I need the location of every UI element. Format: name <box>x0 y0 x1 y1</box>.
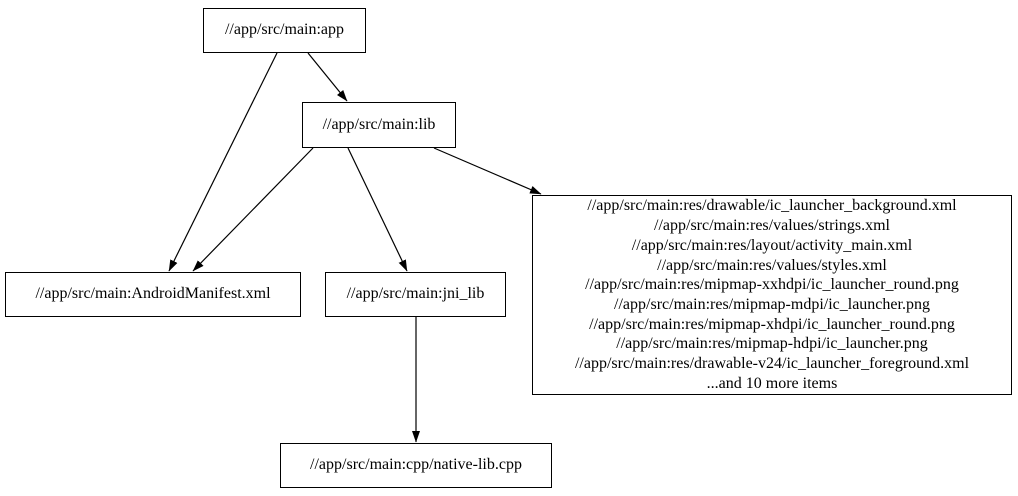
node-jni-lib: //app/src/main:jni_lib <box>325 272 506 317</box>
res-group-line: //app/src/main:res/mipmap-mdpi/ic_launch… <box>614 296 930 313</box>
edge-app-to-lib <box>307 52 348 102</box>
node-res-group: //app/src/main:res/drawable/ic_launcher_… <box>532 195 1012 395</box>
res-group-line: //app/src/main:res/mipmap-xxhdpi/ic_laun… <box>585 276 959 294</box>
res-group-line: //app/src/main:res/drawable/ic_launcher_… <box>587 197 957 215</box>
edge-lib-to-manifest <box>192 147 314 272</box>
res-group-line: //app/src/main:res/values/strings.xml <box>654 217 890 235</box>
edge-lib-to-res-group <box>433 147 542 195</box>
node-native-lib-cpp: //app/src/main:cpp/native-lib.cpp <box>280 443 552 488</box>
res-group-line: //app/src/main:res/mipmap-xhdpi/ic_launc… <box>589 315 955 333</box>
res-group-line: //app/src/main:res/layout/activity_main.… <box>631 236 913 254</box>
res-group-truncation-note: ...and 10 more items <box>706 374 838 392</box>
node-app-label: //app/src/main:app <box>224 21 345 39</box>
node-app: //app/src/main:app <box>203 8 366 53</box>
node-android-manifest-label: //app/src/main:AndroidManifest.xml <box>35 285 271 303</box>
edge-app-to-manifest <box>168 52 278 272</box>
res-group-line: //app/src/main:res/values/styles.xml <box>657 256 887 274</box>
node-lib-label: //app/src/main:lib <box>322 115 436 133</box>
edge-lib-to-jni-lib <box>347 147 408 272</box>
node-native-lib-cpp-label: //app/src/main:cpp/native-lib.cpp <box>310 456 522 474</box>
node-lib: //app/src/main:lib <box>302 102 456 148</box>
node-android-manifest: //app/src/main:AndroidManifest.xml <box>5 272 301 317</box>
node-jni-lib-label: //app/src/main:jni_lib <box>346 285 485 303</box>
res-group-line: //app/src/main:res/mipmap-hdpi/ic_launch… <box>616 335 928 353</box>
res-group-line: //app/src/main:res/drawable-v24/ic_launc… <box>574 355 970 373</box>
